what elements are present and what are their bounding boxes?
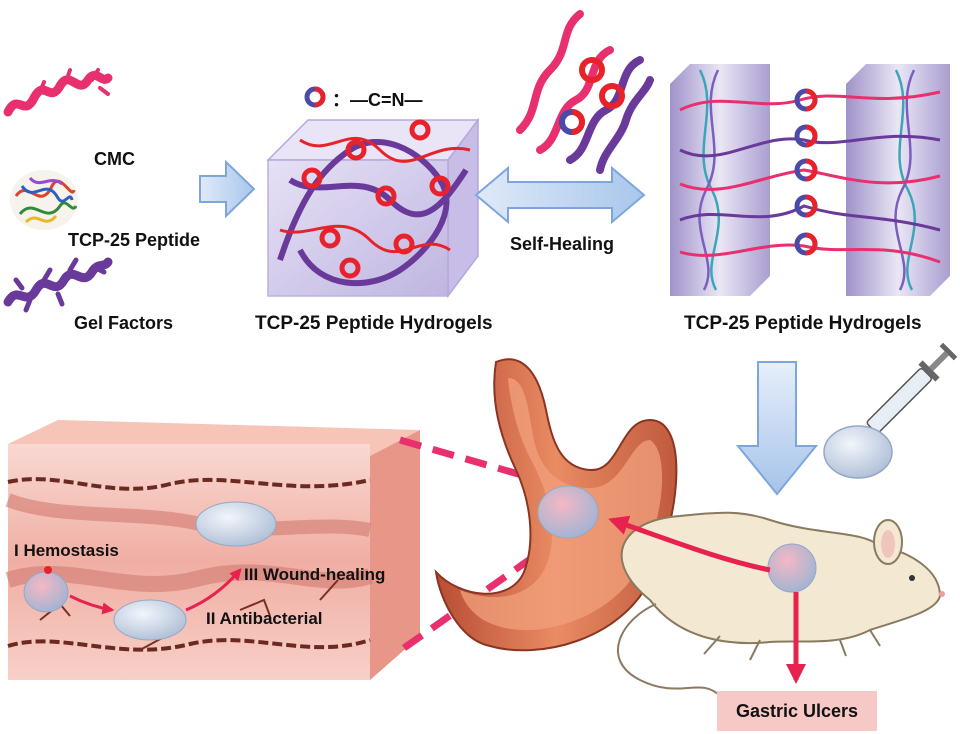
- arrow-mouse-to-stomach: [608, 515, 771, 573]
- cmc-icon: [3, 68, 113, 117]
- peptide-protein-icon: [10, 170, 78, 230]
- hydrogel-cube: [266, 117, 480, 299]
- tissue-block: [5, 420, 420, 680]
- hydrogel-right-caption: TCP-25 Peptide Hydrogels: [684, 313, 922, 334]
- mouse-gel-implant: [767, 543, 817, 593]
- wound-healing-gel: [195, 501, 277, 547]
- imine-bond-icon: [304, 86, 326, 108]
- antibacterial-gel: [113, 599, 187, 641]
- gel-factors-icon: [3, 257, 113, 313]
- hydrogel-panels-healed: [670, 64, 950, 296]
- arrow-to-hydrogel: [199, 159, 256, 219]
- injected-gel-drop: [823, 425, 893, 479]
- hemostasis-label: I Hemostasis: [14, 541, 119, 560]
- gastric-ulcers-label: Gastric Ulcers: [717, 691, 877, 731]
- syringe-icon: [849, 342, 958, 451]
- stomach-gel: [537, 485, 599, 539]
- hemostasis-gel: [23, 571, 69, 613]
- polymer-chain-cluster: [516, 10, 654, 174]
- gel-factors-label: Gel Factors: [74, 313, 174, 333]
- down-arrow-to-mouse: [735, 361, 819, 496]
- self-healing-double-arrow: [474, 165, 646, 225]
- cmc-label: CMC: [94, 149, 135, 169]
- dashed-connector-top: [399, 436, 547, 486]
- antibacterial-label: II Antibacterial: [206, 609, 323, 628]
- peptide-label: TCP-25 Peptide: [68, 230, 201, 250]
- arrow-antibacterial-to-healing: [185, 568, 242, 612]
- hydrogel-left-caption: TCP-25 Peptide Hydrogels: [255, 313, 493, 334]
- self-healing-label: Self-Healing: [510, 234, 615, 254]
- arrow-hemostasis-to-antibacterial: [69, 594, 115, 615]
- bond-label: ：—C=N—: [332, 90, 423, 110]
- wound-healing-label: III Wound-healing: [244, 565, 386, 584]
